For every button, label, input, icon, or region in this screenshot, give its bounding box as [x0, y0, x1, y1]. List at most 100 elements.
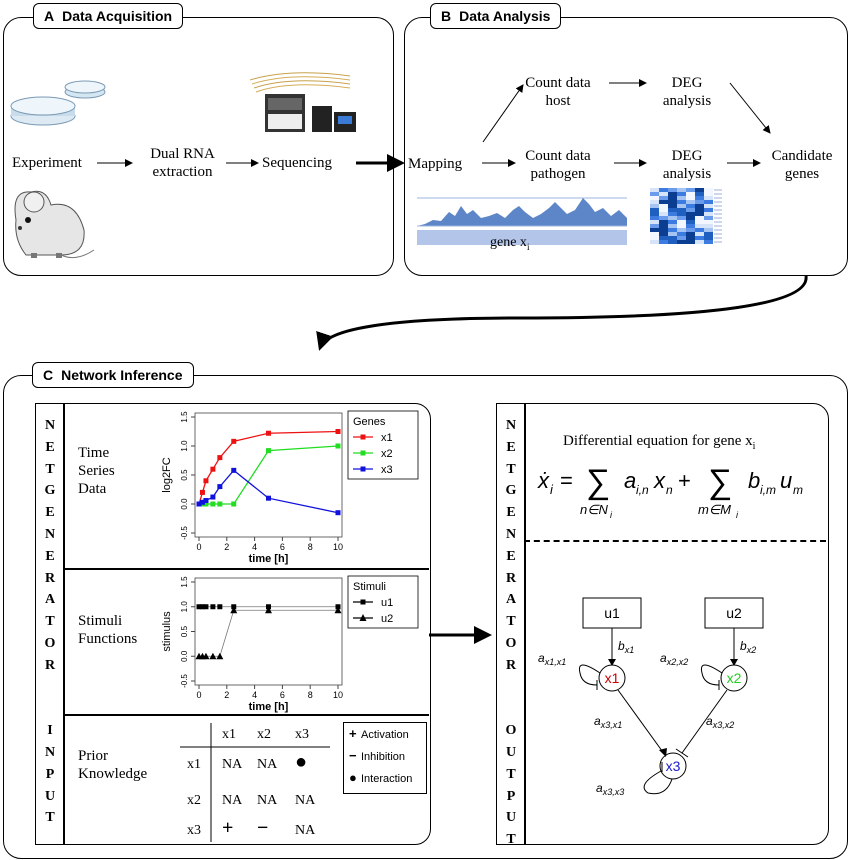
heatmap-cell	[650, 236, 659, 240]
heatmap-cell	[677, 224, 686, 228]
heatmap-cell	[677, 200, 686, 204]
legend-label: x3	[381, 464, 393, 476]
heatmap-cell	[668, 236, 677, 240]
heatmap-cell	[659, 216, 668, 220]
table-col-header: x1	[222, 727, 236, 742]
svg-text:∑: ∑	[708, 463, 732, 501]
vertical-letter: T	[45, 461, 55, 477]
y-axis-label: log2FC	[161, 457, 173, 493]
table-col-header: x3	[295, 727, 309, 742]
x-tick-label: 8	[308, 542, 313, 552]
heatmap-cell	[704, 232, 713, 236]
data-point-x3	[196, 501, 202, 507]
legend-label: u2	[381, 613, 393, 625]
legend-item: ●Interaction	[349, 770, 413, 785]
vertical-letter: N	[505, 526, 517, 542]
vertical-letter: U	[44, 788, 56, 804]
heatmap-cell	[704, 200, 713, 204]
x-axis-label: time [h]	[249, 701, 289, 713]
heatmap-cell	[668, 192, 677, 196]
experiment-label: Experiment	[12, 155, 82, 171]
heatmap-cell	[704, 188, 713, 192]
legend-marker	[360, 450, 366, 456]
x-axis-label: time [h]	[249, 553, 289, 565]
svg-text:i,n: i,n	[636, 483, 649, 497]
heatmap-cell	[695, 200, 704, 204]
vertical-letter: U	[505, 744, 517, 760]
x-tick-label: 10	[333, 690, 343, 700]
heatmap-cell	[695, 216, 704, 220]
table-cell: NA	[222, 793, 243, 808]
petri-dish-icon	[10, 80, 106, 126]
legend-label: x2	[381, 448, 393, 460]
heatmap-cell	[650, 208, 659, 212]
heatmap-cell	[677, 188, 686, 192]
network-diagram: u1 u2 bx1 bx2 x1 x2 x3 ax1,x1 ax2,x2 ax3…	[538, 597, 764, 797]
heatmap-cell	[695, 236, 704, 240]
heatmap-cell	[677, 232, 686, 236]
node-u1	[582, 597, 642, 629]
heatmap-cell	[650, 240, 659, 244]
heatmap-cell	[650, 200, 659, 204]
heatmap-cell	[704, 204, 713, 208]
legend-marker	[359, 614, 367, 621]
vertical-letter: N	[505, 418, 517, 433]
edge-a-x1x1: ax1,x1	[538, 651, 566, 667]
data-point-x3	[335, 510, 341, 516]
data-point-x1	[203, 478, 209, 484]
node-x2	[720, 664, 748, 692]
output-divider-v	[524, 403, 526, 844]
svg-text:m∈M: m∈M	[698, 502, 731, 517]
legend-item: +Activation	[349, 726, 409, 741]
heatmap-cell	[677, 196, 686, 200]
heatmap-cell	[695, 228, 704, 232]
heatmap-cell	[659, 196, 668, 200]
heatmap-cell	[677, 212, 686, 216]
table-cell: NA	[257, 793, 278, 808]
legend-marker	[360, 599, 366, 605]
heatmap-cell	[704, 216, 713, 220]
heatmap-cell	[704, 208, 713, 212]
table-col-header: x2	[257, 727, 271, 742]
heatmap-cell	[686, 200, 695, 204]
data-point-x3	[217, 484, 223, 490]
heatmap-cell	[695, 196, 704, 200]
vertical-letter: E	[45, 505, 55, 521]
svg-text:u: u	[780, 468, 792, 493]
y-tick-label: 1.5	[180, 411, 189, 423]
y-axis-label: stimulus	[161, 611, 173, 652]
heatmap-cell	[686, 204, 695, 208]
heatmap-cell	[650, 220, 659, 224]
data-point-u2	[216, 652, 224, 660]
heatmap-cell	[668, 196, 677, 200]
svg-text:i: i	[550, 482, 554, 497]
legend-marker	[360, 434, 366, 440]
node-x2-label: x2	[727, 670, 742, 686]
svg-text:=: =	[560, 468, 573, 493]
differential-equation: ẋ i = ∑ n∈N i a i,n x n + ∑ m∈M i b i,m …	[537, 463, 803, 520]
heatmap-cell	[704, 196, 713, 200]
heatmap-cell	[686, 232, 695, 236]
data-point-u1	[203, 604, 209, 610]
svg-text:b: b	[748, 468, 760, 493]
prior-table-lines	[180, 723, 330, 842]
heatmap-cell	[686, 240, 695, 244]
heatmap-cell	[695, 232, 704, 236]
heatmap-cell	[704, 240, 713, 244]
heatmap-cell	[668, 224, 677, 228]
data-point-u2	[265, 606, 272, 614]
y-tick-label: 0.0	[180, 498, 189, 510]
table-cell: NA	[295, 823, 316, 838]
heatmap-cell	[650, 192, 659, 196]
data-point-u1	[217, 604, 223, 610]
vertical-letter: N	[44, 418, 56, 433]
svg-text:∑: ∑	[586, 463, 610, 501]
svg-text:a: a	[624, 468, 636, 493]
data-point-x3	[199, 499, 205, 505]
legend-label: x1	[381, 432, 393, 444]
vertical-letter: R	[44, 657, 56, 673]
y-tick-label: -0.5	[180, 526, 189, 540]
